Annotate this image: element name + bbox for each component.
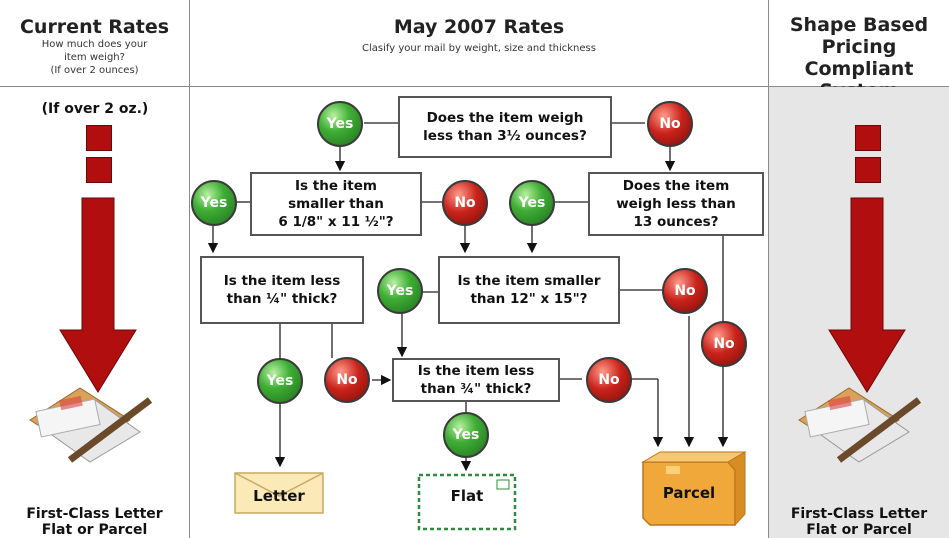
down-arrow-icon (828, 197, 906, 393)
right-result-line2: Flat or Parcel (806, 522, 912, 538)
q6-line2: than ¾" thick? (420, 381, 532, 397)
yes-bubble: Yes (443, 412, 489, 458)
no-bubble: No (586, 357, 632, 403)
yes-bubble: Yes (317, 101, 363, 147)
q4-line1: Is the item less (223, 273, 341, 289)
may-2007-subtitle: Clasify your mail by weight, size and th… (362, 43, 596, 54)
yes-bubble: Yes (191, 180, 237, 226)
left-result-line2: Flat or Parcel (41, 522, 148, 538)
current-rates-column: Current Rates How much does your item we… (0, 0, 190, 538)
current-rates-sub1: How much does your (41, 39, 148, 50)
outcome-flat: Flat (450, 487, 484, 505)
yes-bubble: Yes (509, 180, 555, 226)
question-weight-3-5oz: Does the item weigh less than 3½ ounces? (398, 96, 612, 158)
red-square (855, 157, 881, 183)
outcome-parcel: Parcel (662, 484, 716, 502)
flat-envelope-icon (417, 473, 517, 531)
q3-line2: weigh less than (616, 196, 736, 212)
red-square (86, 125, 112, 151)
yes-bubble: Yes (257, 358, 303, 404)
no-bubble: No (701, 321, 747, 367)
may-2007-header: May 2007 Rates Clasify your mail by weig… (190, 0, 768, 87)
mail-bundle-icon (798, 387, 922, 463)
q2-line3: 6 1/8" x 11 ½"? (278, 214, 394, 230)
q1-line2: less than 3½ ounces? (423, 128, 587, 144)
no-bubble: No (442, 180, 488, 226)
q2-line1: Is the item (295, 178, 377, 194)
current-rates-sub3: (If over 2 ounces) (50, 65, 139, 76)
current-rates-sub2: item weigh? (64, 52, 125, 63)
question-thickness-three-quarter: Is the item less than ¾" thick? (392, 358, 560, 402)
question-thickness-quarter: Is the item less than ¼" thick? (200, 256, 364, 324)
yes-bubble: Yes (377, 268, 423, 314)
right-result-line1: First-Class Letter (790, 506, 928, 522)
current-rates-title: Current Rates (19, 16, 170, 38)
shape-based-title-line1: Shape Based (789, 14, 929, 36)
red-square (855, 125, 881, 151)
no-bubble: No (662, 268, 708, 314)
q5-line2: than 12" x 15"? (470, 291, 588, 307)
flowchart-connectors (207, 122, 729, 472)
shape-based-column: Shape Based Pricing Compliant System Fir… (768, 0, 949, 538)
current-rates-header: Current Rates How much does your item we… (0, 0, 189, 87)
question-size-12x15: Is the item smaller than 12" x 15"? (438, 256, 620, 324)
shape-based-title-line2: Pricing Compliant (804, 36, 914, 80)
shape-based-header: Shape Based Pricing Compliant System (769, 0, 949, 102)
may-2007-title: May 2007 Rates (393, 16, 565, 38)
q4-line2: than ¼" thick? (226, 291, 338, 307)
question-weight-13oz: Does the item weigh less than 13 ounces? (588, 172, 764, 236)
red-square (86, 157, 112, 183)
q6-line1: Is the item less (417, 363, 535, 379)
q3-line1: Does the item (622, 178, 730, 194)
q3-line3: 13 ounces? (633, 214, 719, 230)
may-2007-rates-column: May 2007 Rates Clasify your mail by weig… (190, 0, 768, 538)
mail-bundle-icon (29, 387, 153, 463)
no-bubble: No (324, 357, 370, 403)
letter-envelope-icon (234, 472, 324, 514)
q1-line1: Does the item weigh (426, 110, 584, 126)
weight-note: (If over 2 oz.) (41, 101, 149, 117)
left-result-line1: First-Class Letter (26, 506, 163, 522)
no-bubble: No (647, 101, 693, 147)
question-size-6x11: Is the item smaller than 6 1/8" x 11 ½"? (250, 172, 422, 236)
q2-line2: smaller than (288, 196, 384, 212)
q5-line1: Is the item smaller (457, 273, 601, 289)
down-arrow-icon (59, 197, 137, 393)
outcome-letter: Letter (253, 487, 305, 505)
parcel-box-icon (641, 451, 747, 527)
